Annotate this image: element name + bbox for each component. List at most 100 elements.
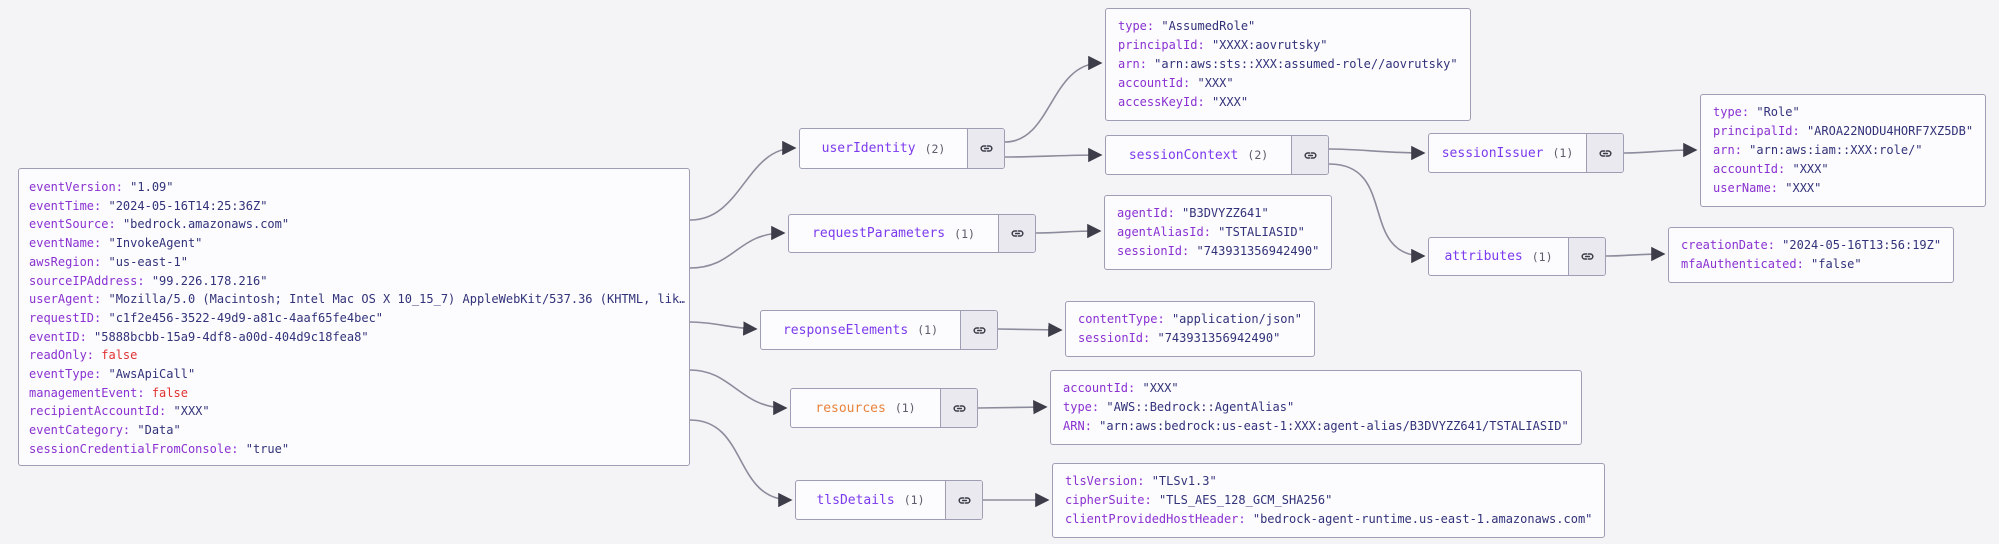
chain-link-icon (952, 404, 966, 412)
node-root-event[interactable]: eventVersion"1.09" eventTime"2024-05-16T… (18, 168, 690, 466)
node-response-elements[interactable]: responseElements (1) (760, 310, 998, 350)
expand-collapse-link-button[interactable] (967, 129, 1004, 168)
chain-link-icon (972, 326, 986, 334)
expand-collapse-link-button[interactable] (1568, 238, 1605, 275)
edge-root-resources (689, 369, 788, 416)
edge-userIdentity-sessionContext (1004, 147, 1103, 163)
field-row: arn"arn:aws:iam::XXX:role/" (1713, 141, 1973, 160)
field-row: eventVersion"1.09" (29, 178, 685, 197)
field-row: userName"XXX" (1713, 179, 1973, 198)
node-label: userIdentity (821, 141, 916, 156)
edge-resources-details (977, 399, 1048, 415)
node-resources[interactable]: resources (1) (790, 388, 978, 428)
edge-root-userIdentity (689, 140, 797, 221)
node-label: resources (815, 400, 886, 416)
field-row: principalId"XXXX:aovrutsky" (1118, 36, 1458, 55)
field-row: agentId"B3DVYZZ641" (1117, 204, 1319, 223)
field-row: agentAliasId"TSTALIASID" (1117, 223, 1319, 242)
node-label: sessionIssuer (1441, 145, 1544, 161)
child-count: (2) (1247, 148, 1269, 162)
expand-collapse-link-button[interactable] (940, 389, 977, 427)
field-row: mfaAuthenticated"false" (1681, 255, 1941, 274)
field-row: eventTime"2024-05-16T14:25:36Z" (29, 197, 685, 216)
field-row: accessKeyId"XXX" (1118, 93, 1458, 112)
node-resources-details[interactable]: accountId"XXX" type"AWS::Bedrock::AgentA… (1050, 370, 1582, 445)
node-attributes[interactable]: attributes(1) (1428, 237, 1606, 276)
node-label: attributes (1444, 249, 1523, 264)
field-row: managementEventfalse (29, 384, 685, 403)
child-count: (2) (924, 141, 946, 156)
field-row: eventSource"bedrock.amazonaws.com" (29, 215, 685, 234)
node-user-identity[interactable]: userIdentity (2) (799, 128, 1005, 169)
child-count: (1) (894, 401, 916, 415)
field-row: eventID"5888bcbb-15a9-4df8-a00d-404d9c18… (29, 328, 685, 347)
field-row: eventCategory"Data" (29, 421, 685, 440)
field-row: awsRegion"us-east-1" (29, 253, 685, 272)
field-row: userAgent"Mozilla/5.0 (Macintosh; Intel … (29, 290, 685, 309)
chain-link-icon (1598, 149, 1612, 157)
field-row: recipientAccountId"XXX" (29, 402, 685, 421)
node-request-parameters-details[interactable]: agentId"B3DVYZZ641" agentAliasId"TSTALIA… (1104, 195, 1333, 270)
field-row: contentType"application/json" (1078, 310, 1302, 329)
chain-link-icon (979, 145, 993, 152)
edge-attributes-details (1605, 246, 1666, 262)
child-count: (1) (954, 226, 975, 241)
field-row: tlsVersion"TLSv1.3" (1065, 472, 1592, 491)
field-row: arn"arn:aws:sts::XXX:assumed-role//aovru… (1118, 55, 1458, 74)
edge-requestParameters-details (1035, 223, 1102, 239)
field-row: sourceIPAddress"99.226.178.216" (29, 272, 685, 291)
edge-root-responseElements (689, 321, 758, 336)
edge-sessionContext-attributes (1328, 163, 1426, 264)
child-count: (1) (1552, 146, 1574, 160)
field-row: requestID"c1f2e456-3522-49d9-a81c-4aaf65… (29, 309, 685, 328)
node-request-parameters[interactable]: requestParameters (1) (788, 214, 1036, 253)
chain-link-icon (1580, 253, 1594, 260)
edge-userIdentity-details (1004, 55, 1103, 143)
chain-link-icon (1010, 230, 1024, 237)
field-row: cipherSuite"TLS_AES_128_GCM_SHA256" (1065, 491, 1592, 510)
node-response-elements-details[interactable]: contentType"application/json" sessionId"… (1065, 301, 1315, 357)
node-tls-details[interactable]: tlsDetails (1) (795, 480, 983, 520)
field-row: creationDate"2024-05-16T13:56:19Z" (1681, 236, 1941, 255)
expand-collapse-link-button[interactable] (1586, 134, 1623, 172)
node-session-issuer[interactable]: sessionIssuer (1) (1428, 133, 1624, 173)
node-attributes-details[interactable]: creationDate"2024-05-16T13:56:19Z" mfaAu… (1668, 227, 1955, 283)
chain-link-icon (1303, 151, 1317, 159)
edge-sessionIssuer-details (1623, 142, 1698, 158)
node-session-issuer-details[interactable]: type"Role" principalId"AROA22NODU4HORF7X… (1700, 94, 1987, 207)
field-row: type"AWS::Bedrock::AgentAlias" (1063, 398, 1569, 417)
field-row: accountId"XXX" (1118, 74, 1458, 93)
field-row: type"Role" (1713, 103, 1973, 122)
edge-root-tlsDetails (689, 419, 793, 508)
field-row: sessionCredentialFromConsole"true" (29, 440, 685, 459)
expand-collapse-link-button[interactable] (960, 311, 997, 349)
expand-collapse-link-button[interactable] (1291, 136, 1328, 174)
field-row: principalId"AROA22NODU4HORF7XZ5DB" (1713, 122, 1973, 141)
chain-link-icon (957, 496, 971, 504)
node-session-context[interactable]: sessionContext (2) (1105, 135, 1329, 175)
child-count: (1) (917, 323, 938, 337)
field-row: accountId"XXX" (1063, 379, 1569, 398)
expand-collapse-link-button[interactable] (998, 215, 1035, 252)
edge-sessionContext-sessionIssuer (1328, 145, 1426, 161)
field-row: eventName"InvokeAgent" (29, 234, 685, 253)
child-count: (1) (903, 493, 925, 507)
field-row: ARN"arn:aws:bedrock:us-east-1:XXX:agent-… (1063, 417, 1569, 436)
node-label: sessionContext (1128, 147, 1239, 163)
expand-collapse-link-button[interactable] (945, 481, 982, 519)
field-row: sessionId"743931356942490" (1078, 329, 1302, 348)
node-user-identity-details[interactable]: type"AssumedRole" principalId"XXXX:aovru… (1105, 8, 1471, 121)
node-label: requestParameters (812, 226, 946, 241)
field-row: type"AssumedRole" (1118, 17, 1458, 36)
node-label: responseElements (782, 322, 909, 338)
edge-root-requestParameters (689, 225, 786, 269)
node-label: tlsDetails (816, 492, 895, 508)
field-row: accountId"XXX" (1713, 160, 1973, 179)
field-row: clientProvidedHostHeader"bedrock-agent-r… (1065, 510, 1592, 529)
field-row: readOnlyfalse (29, 346, 685, 365)
edge-responseElements-details (997, 322, 1063, 337)
node-tls-details-details[interactable]: tlsVersion"TLSv1.3" cipherSuite"TLS_AES_… (1052, 463, 1606, 538)
field-row: eventType"AwsApiCall" (29, 365, 685, 384)
